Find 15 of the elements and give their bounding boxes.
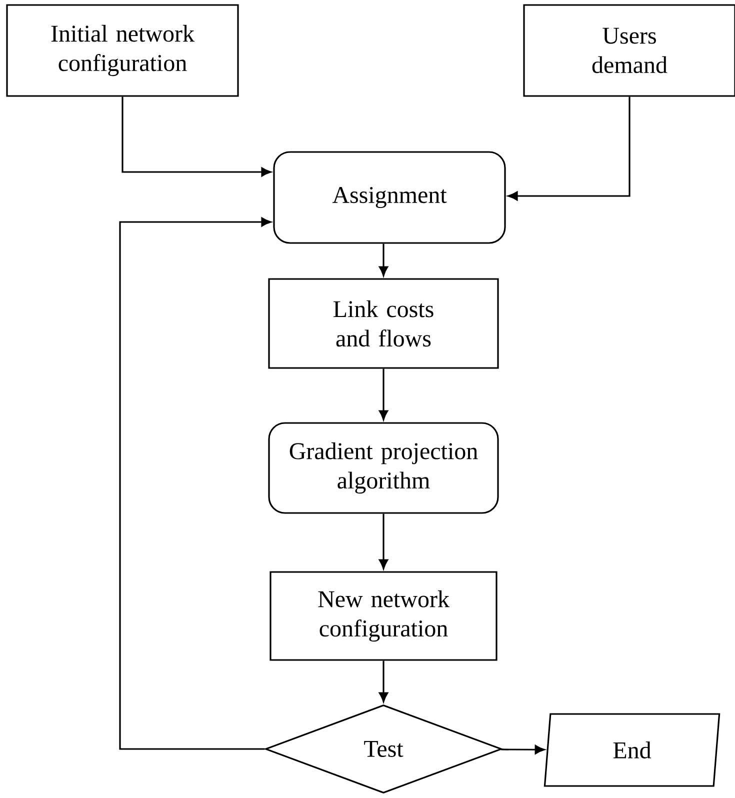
- process-box: New network configuration: [270, 571, 498, 661]
- arrow: [378, 514, 388, 570]
- arrow: [378, 368, 388, 420]
- parallelogram-box: End: [544, 713, 720, 787]
- arrow: [122, 96, 272, 177]
- rounded-process-box: Gradient projection algorithm: [268, 422, 499, 514]
- arrow: [378, 660, 388, 702]
- process-box: Link costs and flows: [268, 278, 499, 369]
- process-box: Users demand: [523, 4, 735, 97]
- arrow: [378, 244, 388, 276]
- arrow: [508, 96, 630, 201]
- arrow: [119, 217, 272, 750]
- arrow: [501, 745, 545, 754]
- process-box: Initial network configuration: [6, 4, 239, 97]
- rounded-process-box: Assignment: [273, 151, 506, 244]
